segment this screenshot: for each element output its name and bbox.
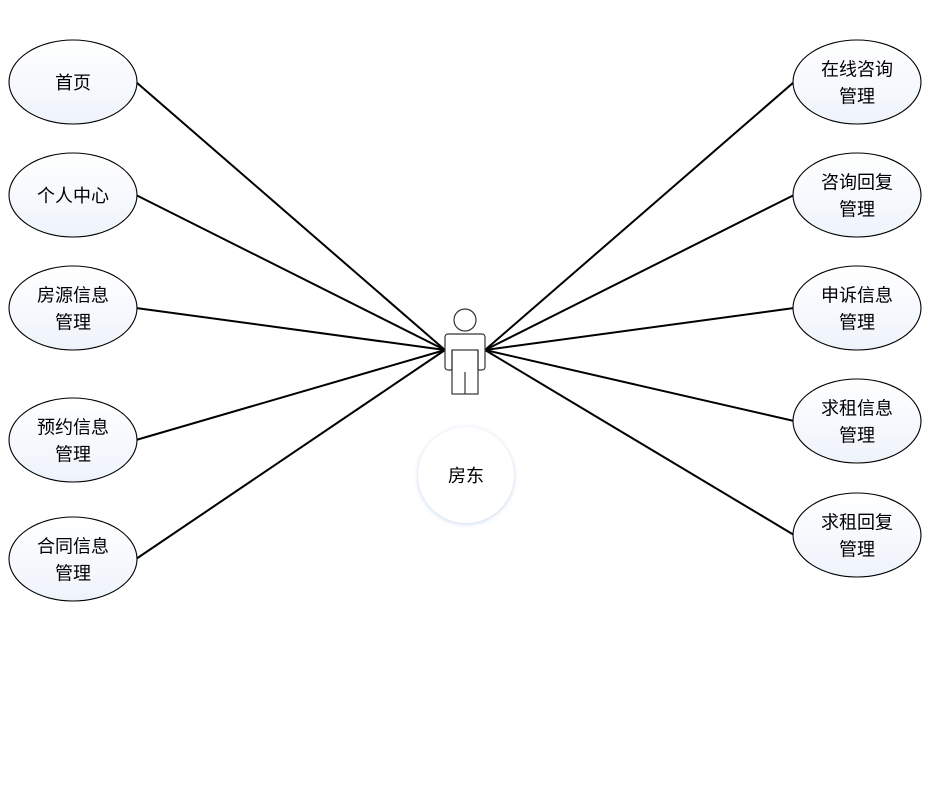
use-case-label: 管理 xyxy=(839,87,875,108)
association-line xyxy=(484,349,795,422)
association-line xyxy=(484,81,795,351)
use-case-label: 管理 xyxy=(839,540,875,561)
actor-label: 房东 xyxy=(448,466,484,487)
association-line xyxy=(135,349,446,560)
use-case-label: 预约信息 xyxy=(37,418,109,439)
use-case-personal-center: 个人中心 xyxy=(8,152,138,238)
association-line xyxy=(135,194,446,351)
use-case-ellipse xyxy=(8,397,138,483)
association-line xyxy=(135,81,446,351)
association-line xyxy=(484,349,795,536)
use-case-ellipse xyxy=(792,378,922,464)
use-case-group: 首页个人中心房源信息管理预约信息管理合同信息管理在线咨询管理咨询回复管理申诉信息… xyxy=(8,39,922,602)
use-case-label: 管理 xyxy=(55,313,91,334)
association-line xyxy=(484,194,795,351)
use-case-ellipse xyxy=(8,516,138,602)
association-line xyxy=(484,307,795,351)
use-case-ellipse xyxy=(8,152,138,238)
use-case-label: 在线咨询 xyxy=(821,60,893,81)
use-case-ellipse xyxy=(792,152,922,238)
use-case-label: 咨询回复 xyxy=(821,173,893,194)
use-case-home: 首页 xyxy=(8,39,138,125)
actor-label-halo xyxy=(418,427,514,523)
use-case-ellipse xyxy=(792,492,922,578)
use-case-label: 管理 xyxy=(839,426,875,447)
association-line xyxy=(135,349,446,441)
use-case-ellipse xyxy=(792,39,922,125)
use-case-label: 管理 xyxy=(839,313,875,334)
use-case-label: 求租信息 xyxy=(821,399,893,420)
association-line xyxy=(135,307,446,351)
use-case-ellipse xyxy=(792,265,922,351)
association-lines xyxy=(135,81,795,560)
actor: 房东 xyxy=(418,308,514,523)
use-case-ellipse xyxy=(8,265,138,351)
use-case-label: 求租回复 xyxy=(821,513,893,534)
use-case-label: 个人中心 xyxy=(37,186,109,207)
use-case-label: 管理 xyxy=(839,200,875,221)
use-case-ellipse xyxy=(8,39,138,125)
use-case-label: 管理 xyxy=(55,564,91,585)
use-case-label: 申诉信息 xyxy=(821,286,893,307)
use-case-label: 管理 xyxy=(55,445,91,466)
use-case-label: 合同信息 xyxy=(37,537,109,558)
use-case-label: 房源信息 xyxy=(37,286,109,307)
person-icon xyxy=(444,308,486,395)
use-case-label: 首页 xyxy=(55,73,91,94)
